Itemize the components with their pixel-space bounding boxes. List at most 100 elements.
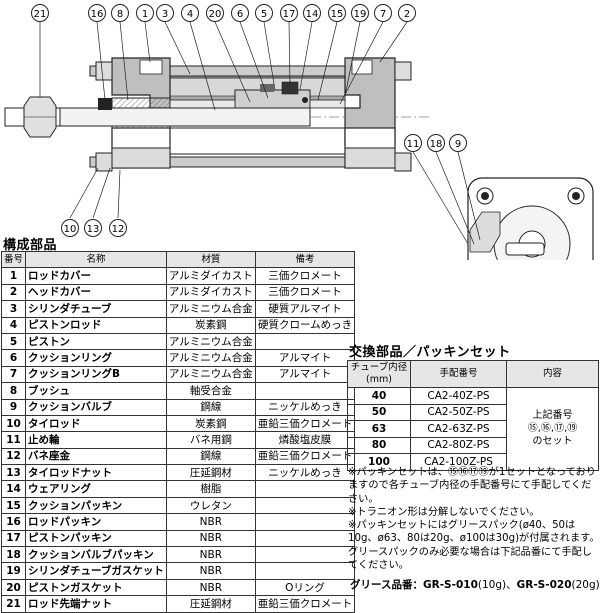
part-name-cell: バネ座金	[25, 447, 167, 466]
material-cell: アルミニウム合金	[165, 300, 256, 318]
header-bore: チューブ内径(mm)	[347, 360, 411, 388]
kit-table-header: チューブ内径(mm) 手配番号 内容	[347, 360, 599, 388]
part-name-cell: 止め輪	[25, 431, 167, 449]
part-number-cell: 13	[0, 464, 27, 482]
rod-packing	[98, 98, 112, 110]
header-no: 番号	[0, 250, 27, 269]
material-cell: 鋼線	[165, 398, 256, 416]
svg-text:17: 17	[283, 9, 296, 20]
callout-16: 16	[88, 4, 106, 22]
grease-amount-2: (20g)	[571, 579, 600, 591]
svg-text:10: 10	[64, 224, 77, 235]
callout-14: 14	[303, 4, 321, 22]
note-cell: 硬質クロームめっき	[254, 316, 356, 334]
callout-15: 15	[328, 4, 346, 22]
kit-title: 交換部品／パッキンセット	[349, 345, 511, 360]
tie-rod-nut-bottom-right	[394, 152, 412, 172]
material-cell: アルミダイカスト	[165, 267, 256, 285]
part-number-cell: 10	[0, 414, 27, 433]
material-cell: アルミニウム合金	[165, 365, 256, 384]
part-number-cell: 14	[0, 480, 27, 498]
cylinder-section-drawing: 21 16 8 1 3 4 20 6 5 17 14 15 19 7 2 10 …	[4, 4, 594, 260]
material-cell: バネ用鋼	[165, 431, 256, 449]
note-cell	[254, 496, 356, 515]
part-name-cell: ロッドカバー	[25, 267, 167, 285]
tie-rod-nut-top-right	[394, 61, 412, 81]
notes: ※パッキンセットは、⑮⑯⑰⑲が1セットとなっておりますので各チューブ内径の手配番…	[348, 466, 600, 572]
part-number-cell: 2	[0, 283, 27, 302]
callout-6: 6	[231, 4, 249, 22]
bore-cell: 100	[347, 453, 411, 471]
note-cell	[254, 529, 356, 548]
part-number-cell: 6	[0, 349, 27, 367]
part-name-cell: シリンダチューブガスケット	[25, 562, 167, 580]
part-number-cell: 8	[0, 382, 27, 400]
callout-21: 21	[31, 4, 49, 22]
material-cell: NBR	[165, 562, 256, 580]
part-number-cell: 15	[0, 496, 27, 515]
part-name-cell: ロッドパッキン	[25, 513, 167, 531]
material-cell: NBR	[165, 513, 256, 531]
svg-text:12: 12	[112, 224, 125, 235]
note-cell: 亜鉛三価クロメート	[254, 447, 356, 466]
cushion-ring-b	[309, 99, 346, 109]
callout-5: 5	[255, 4, 273, 22]
material-cell: NBR	[165, 546, 256, 564]
svg-text:4: 4	[187, 9, 193, 20]
svg-text:1: 1	[142, 9, 148, 20]
header-name: 名称	[25, 250, 167, 269]
grease-code-2: GR-S-020	[516, 579, 572, 591]
kit-content-line: のセット	[532, 436, 573, 448]
note-cell: アルマイト	[254, 349, 356, 367]
note-1: ※パッキンセットは、⑮⑯⑰⑲が1セットとなっておりますので各チューブ内径の手配番…	[348, 467, 596, 505]
svg-text:7: 7	[380, 9, 386, 20]
callout-18: 18	[427, 134, 445, 152]
part-name-cell: クッションバルブパッキン	[25, 546, 167, 564]
callouts-bottom: 10 13 12	[61, 219, 127, 237]
piston-rod	[54, 107, 311, 127]
part-number-cell: 20	[0, 578, 27, 597]
part-number-cell: 19	[0, 562, 27, 580]
material-cell: アルミニウム合金	[165, 332, 256, 351]
bore-cell: 50	[347, 403, 411, 421]
material-cell: NBR	[165, 578, 256, 597]
part-name-cell: タイロッド	[25, 414, 167, 433]
part-number-cell: 3	[0, 300, 27, 318]
callout-20: 20	[206, 4, 224, 22]
svg-text:5: 5	[261, 9, 267, 20]
note-2: ※トラニオン形は分解しないでください。	[348, 506, 540, 518]
kit-part-number-cell: CA2-40Z-PS	[410, 387, 507, 405]
cushion-ring	[169, 99, 236, 109]
note-cell: 三価クロメート	[254, 283, 356, 302]
parts-table-header: 番号 名称 材質 備考	[0, 250, 356, 269]
part-name-cell: ピストン	[25, 332, 167, 351]
kit-part-number-cell: CA2-63Z-PS	[410, 420, 507, 438]
svg-text:11: 11	[407, 139, 420, 150]
svg-text:13: 13	[87, 224, 100, 235]
callout-10: 10	[61, 219, 79, 237]
note-cell: 亜鉛三価クロメート	[254, 595, 356, 613]
part-number-cell: 1	[0, 267, 27, 285]
material-cell: NBR	[165, 529, 256, 548]
callout-4: 4	[181, 4, 199, 22]
head-cover	[344, 57, 396, 169]
part-number-cell: 11	[0, 431, 27, 449]
note-cell: ニッケルめっき	[254, 464, 356, 482]
